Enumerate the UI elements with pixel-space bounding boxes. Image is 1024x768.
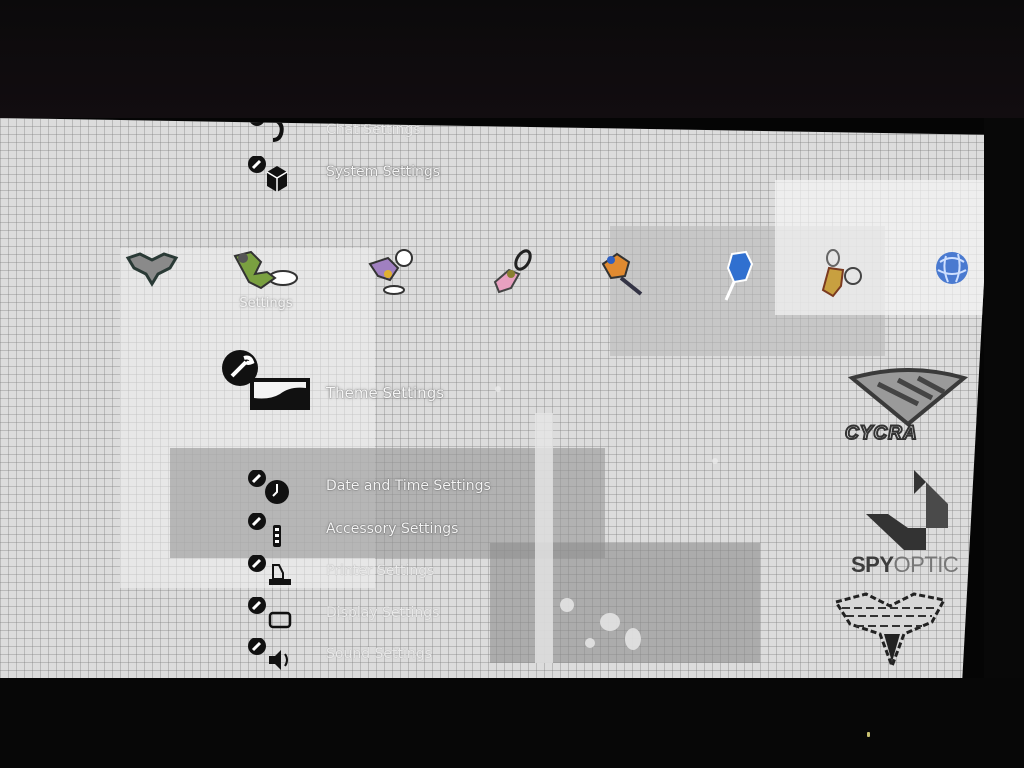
menu-item-label: Accessory Settings	[326, 521, 459, 537]
menu-item-label: Sound Settings	[326, 646, 432, 662]
spy-text-thin: OPTIC	[893, 552, 959, 577]
menu-item-label: Printer Settings	[326, 563, 435, 579]
paint-splat	[712, 458, 718, 464]
background-panel	[535, 413, 553, 663]
xmb-screen: Settings	[0, 118, 992, 680]
menu-item-theme-settings[interactable]: Theme Settings	[220, 348, 620, 418]
spy-optic-logo-text: SPYOPTIC	[851, 552, 959, 578]
menu-item-display-settings[interactable]: Display Settings	[240, 597, 640, 633]
controller-icon	[248, 513, 281, 547]
motocross-rider-settings-icon	[233, 250, 298, 290]
paint-splat	[600, 613, 620, 631]
printer-icon	[248, 555, 291, 585]
menu-item-chat-settings[interactable]: Chat Settings	[240, 118, 640, 150]
tv-bezel-bottom	[0, 678, 1024, 768]
fox-head-icon	[125, 252, 179, 287]
motocross-rider-music-icon	[493, 249, 532, 294]
motocross-rider-game-icon	[724, 250, 754, 301]
motocross-rider-network-icon	[821, 249, 862, 298]
cycra-logo-icon	[848, 368, 968, 427]
menu-item-sound-settings[interactable]: Sound Settings	[240, 638, 640, 674]
category-network[interactable]	[810, 248, 870, 308]
psn-globe-icon	[936, 252, 968, 284]
motocross-rider-photo-icon	[368, 249, 413, 295]
tv-bezel-top	[0, 0, 1024, 118]
category-game[interactable]	[708, 248, 768, 308]
menu-item-label: System Settings	[326, 164, 441, 180]
menu-item-accessory-settings[interactable]: Accessory Settings	[240, 513, 640, 549]
category-label: Settings	[239, 296, 293, 311]
headset-icon	[249, 118, 284, 142]
paint-splat	[625, 628, 641, 650]
menu-item-printer-settings[interactable]: Printer Settings	[240, 555, 640, 591]
theme-screen-icon	[222, 350, 310, 410]
background-panel	[170, 448, 605, 558]
category-settings[interactable]: Settings	[233, 248, 298, 311]
motocross-rider-video-icon	[601, 252, 643, 296]
menu-item-date-time-settings[interactable]: Date and Time Settings	[240, 470, 640, 506]
paint-splat	[495, 386, 501, 392]
category-users[interactable]	[122, 248, 182, 308]
spy-text-bold: SPY	[851, 552, 894, 577]
menu-item-label: Display Settings	[326, 605, 440, 621]
menu-item-system-settings[interactable]: System Settings	[240, 156, 640, 192]
paint-splat	[585, 638, 595, 648]
cycra-logo-text: CYCRA	[844, 422, 918, 445]
category-photo[interactable]	[360, 248, 420, 308]
paint-splat	[560, 598, 574, 612]
spy-optic-logo-icon	[866, 470, 948, 550]
menu-item-label: Date and Time Settings	[326, 478, 491, 494]
clock-icon	[248, 470, 289, 504]
tv-power-led	[867, 732, 870, 737]
menu-item-label: Chat Settings	[326, 122, 421, 138]
speaker-icon	[248, 638, 288, 670]
tv-bezel-right	[984, 118, 1024, 678]
menu-item-label: Theme Settings	[326, 384, 445, 402]
category-video[interactable]	[592, 248, 652, 308]
category-music[interactable]	[482, 248, 542, 308]
category-playstation-network[interactable]	[922, 248, 982, 308]
xmb-category-bar: Settings	[0, 248, 990, 328]
cube-icon	[248, 156, 288, 192]
fox-head-logo-icon	[833, 592, 947, 670]
background-panel	[775, 180, 990, 315]
monitor-icon	[248, 597, 292, 629]
